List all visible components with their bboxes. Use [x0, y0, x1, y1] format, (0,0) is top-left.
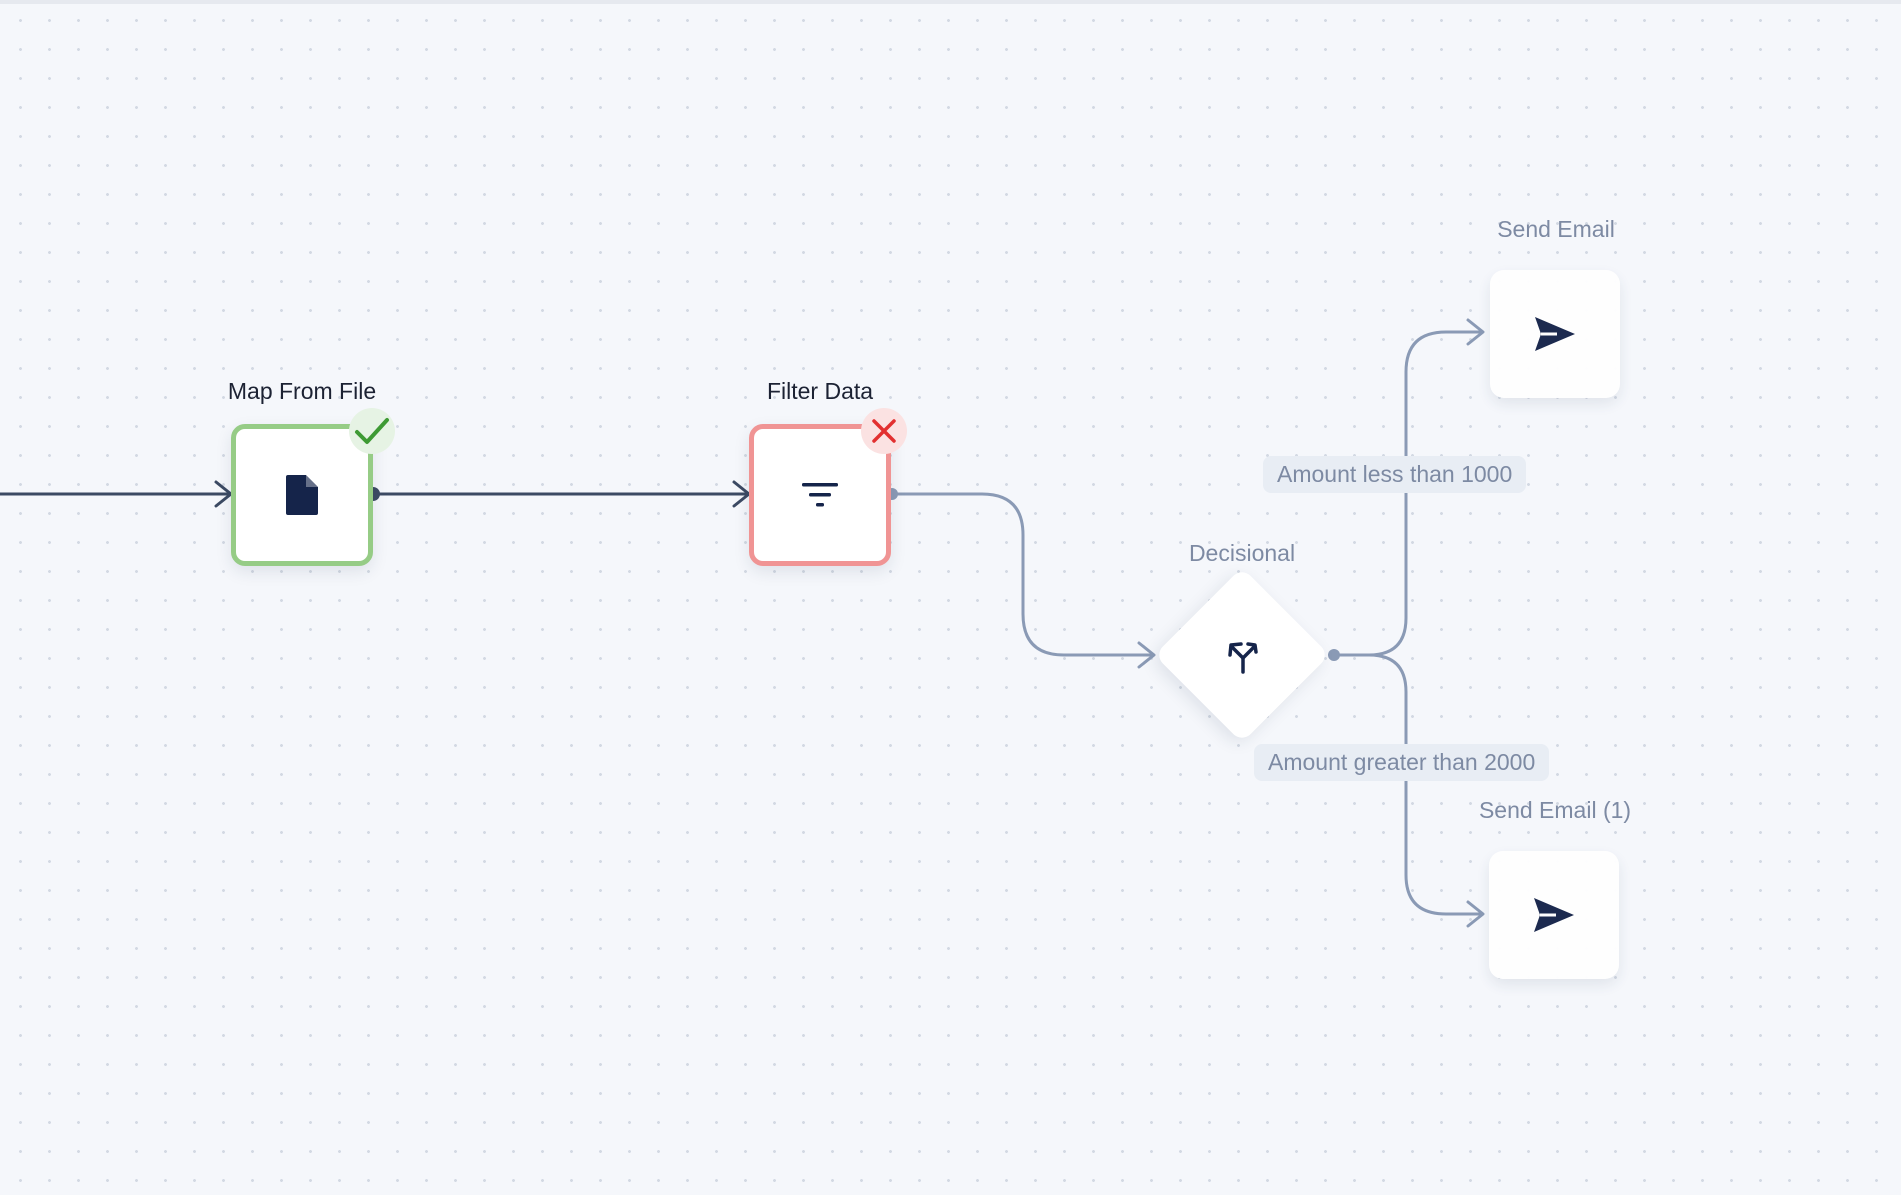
edge-label-less-than[interactable]: Amount less than 1000 [1263, 456, 1527, 493]
edge-incoming-to-map-from-file[interactable] [0, 480, 233, 508]
filter-data-label: Filter Data [766, 378, 874, 404]
send-icon [1535, 317, 1575, 351]
edge-map-to-filter[interactable] [366, 480, 751, 508]
error-badge [861, 408, 907, 454]
check-icon [355, 418, 389, 444]
split-branch-icon [1228, 642, 1258, 674]
success-badge [349, 408, 395, 454]
filter-icon [802, 483, 838, 507]
decisional-label: Decisional [1188, 540, 1296, 566]
canvas-top-border [0, 0, 1901, 4]
send-email-1-label: Send Email (1) [1478, 797, 1632, 823]
edge-decisional-to-send-email-1[interactable] [1368, 653, 1485, 928]
map-from-file-label: Map From File [227, 378, 377, 404]
file-icon [286, 475, 318, 515]
send-email-label: Send Email [1497, 216, 1615, 242]
edge-filter-to-decisional[interactable] [886, 488, 1156, 669]
send-icon [1534, 898, 1574, 932]
close-icon [872, 419, 896, 443]
map-from-file-node[interactable] [231, 424, 373, 566]
edge-label-greater-than[interactable]: Amount greater than 2000 [1254, 744, 1550, 781]
send-email-1-node[interactable] [1489, 851, 1619, 979]
send-email-node[interactable] [1490, 270, 1620, 398]
edge-decisional-to-send-email[interactable] [1328, 318, 1485, 661]
